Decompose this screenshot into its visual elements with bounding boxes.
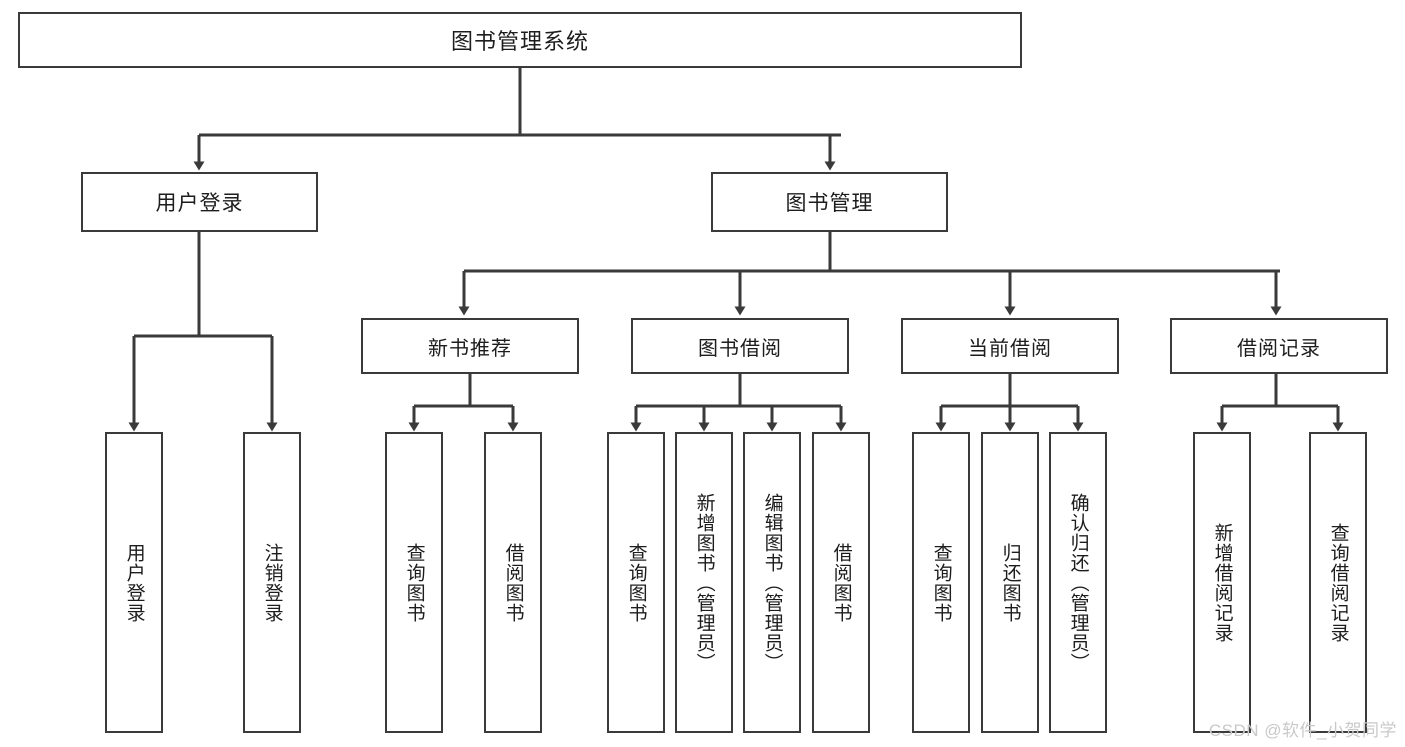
node-current-borrow-label: 当前借阅	[968, 337, 1052, 360]
leaf-record-add-record[interactable]: 新增借阅记录	[1193, 432, 1251, 733]
leaf-borrow-query-book-label: 查询图书	[625, 542, 647, 623]
leaf-user-login-signout[interactable]: 注销登录	[243, 432, 301, 733]
node-book-borrow-label: 图书借阅	[698, 337, 782, 360]
node-new-book-recommend-label: 新书推荐	[428, 337, 512, 360]
leaf-current-query-book[interactable]: 查询图书	[912, 432, 970, 733]
leaf-user-login-signout-label: 注销登录	[261, 542, 283, 623]
leaf-record-query-record-label: 查询借阅记录	[1327, 522, 1349, 643]
csdn-watermark: CSDN @软件_小贺同学	[1208, 721, 1397, 740]
leaf-recommend-borrow-book-label: 借阅图书	[502, 542, 524, 623]
node-book-management[interactable]: 图书管理	[711, 172, 948, 232]
leaf-recommend-query-book[interactable]: 查询图书	[385, 432, 443, 733]
node-borrow-record[interactable]: 借阅记录	[1170, 318, 1388, 374]
leaf-borrow-add-book[interactable]: 新增图书（管理员）	[675, 432, 733, 733]
leaf-recommend-query-book-label: 查询图书	[403, 542, 425, 623]
node-user-login-label: 用户登录	[155, 192, 244, 215]
leaf-record-query-record[interactable]: 查询借阅记录	[1309, 432, 1367, 733]
leaf-current-return-book-label: 归还图书	[999, 542, 1021, 623]
node-borrow-record-label: 借阅记录	[1237, 337, 1321, 360]
leaf-borrow-add-book-label: 新增图书（管理员）	[693, 492, 715, 673]
leaf-borrow-edit-book[interactable]: 编辑图书（管理员）	[743, 432, 801, 733]
node-book-borrow[interactable]: 图书借阅	[631, 318, 849, 374]
leaf-user-login-signin-label: 用户登录	[123, 542, 145, 623]
node-book-management-label: 图书管理	[785, 192, 874, 215]
node-root[interactable]: 图书管理系统	[18, 12, 1022, 68]
leaf-recommend-borrow-book[interactable]: 借阅图书	[484, 432, 542, 733]
node-user-login[interactable]: 用户登录	[81, 172, 318, 232]
leaf-current-return-book[interactable]: 归还图书	[981, 432, 1039, 733]
node-current-borrow[interactable]: 当前借阅	[901, 318, 1119, 374]
leaf-user-login-signin[interactable]: 用户登录	[105, 432, 163, 733]
leaf-record-add-record-label: 新增借阅记录	[1211, 522, 1233, 643]
leaf-borrow-edit-book-label: 编辑图书（管理员）	[761, 492, 783, 673]
leaf-current-confirm-return[interactable]: 确认归还（管理员）	[1049, 432, 1107, 733]
node-new-book-recommend[interactable]: 新书推荐	[361, 318, 579, 374]
leaf-borrow-query-book[interactable]: 查询图书	[607, 432, 665, 733]
leaf-current-confirm-return-label: 确认归还（管理员）	[1067, 492, 1089, 673]
leaf-borrow-borrow-book-label: 借阅图书	[830, 542, 852, 623]
node-root-label: 图书管理系统	[450, 29, 589, 54]
leaf-current-query-book-label: 查询图书	[930, 542, 952, 623]
leaf-borrow-borrow-book[interactable]: 借阅图书	[812, 432, 870, 733]
